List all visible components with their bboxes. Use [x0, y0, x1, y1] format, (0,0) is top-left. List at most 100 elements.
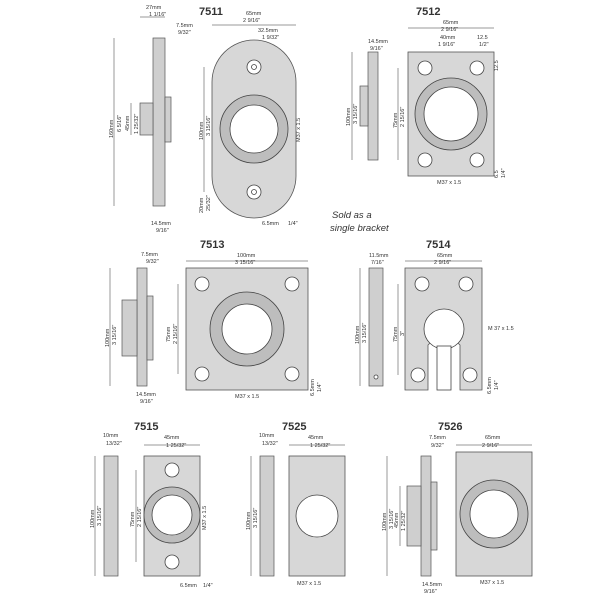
dim-corner-mm-7512: 12.5 — [477, 35, 488, 41]
dim-flange-in-7511: 9/32" — [178, 30, 191, 36]
dim-flange-mm-7513: 7.5mm — [141, 252, 158, 258]
dim-width-mm-7526: 65mm — [485, 435, 501, 441]
dim-inner-h-mm-7512: 75mm — [393, 112, 399, 128]
dim-side-mm-7514: 11.5mm — [369, 253, 389, 259]
dim-side-in-7512: 9/16" — [370, 46, 383, 52]
product-7515: 7515 10mm 13/32" 100mm 3 15/16" 45mm 1 2… — [90, 421, 213, 589]
dim-boss-in-7511: 1 25/32" — [134, 114, 140, 134]
mount-hole-bottom-7515 — [164, 554, 180, 570]
dim-width-in-7526: 2 9/16" — [482, 443, 499, 449]
dim-hole-in-7515: 1/4" — [203, 583, 213, 589]
dim-base-mm-7526: 14.5mm — [422, 582, 442, 588]
mount-hole-bl-7513 — [194, 366, 210, 382]
mount-hole-tr-7512 — [469, 60, 485, 76]
dim-height-in-7526: 3 15/16" — [389, 509, 395, 529]
mount-hole-top-7515 — [164, 462, 180, 478]
dim-edge-in-7511: 25/32" — [206, 195, 212, 211]
dim-boss-mm-7511: 45mm — [125, 115, 131, 131]
dim-inner-mm-7515: 75mm — [130, 511, 136, 527]
product-code-7526: 7526 — [438, 421, 462, 433]
product-7514: 7514 11.5mm 7/16" 100mm 3 15/16" 65mm 2 … — [355, 239, 514, 394]
dim-width-mm-7512: 65mm — [443, 20, 459, 26]
side-view-flange-7511 — [152, 37, 166, 207]
thread-7514: M 37 x 1.5 — [488, 326, 514, 332]
dim-height-in-7511: 6 5/16" — [117, 115, 123, 132]
dim-hole-mm-7512: 6.5 — [494, 170, 500, 178]
dim-height-mm-7526: 100mm — [382, 512, 388, 531]
side-view-boss-7512 — [359, 85, 369, 127]
dim-side-mm-7525: 10mm — [259, 433, 275, 439]
side-view-pin-7514 — [373, 374, 379, 380]
dim-width-in-7511: 2 9/16" — [243, 18, 260, 24]
side-view-boss-7511 — [139, 102, 154, 136]
dim-hole-in-7511: 1/4" — [288, 221, 298, 227]
dim-side-width-mm-7511: 27mm — [146, 5, 162, 11]
dim-hole-mm-7515: 6.5mm — [180, 583, 197, 589]
dim-inner-in-7514: 3" — [400, 331, 406, 336]
dim-height-mm-7511: 160mm — [109, 119, 115, 138]
dim-hole-mm-7511: 6.5mm — [262, 221, 279, 227]
dim-side-in-7525: 13/32" — [262, 441, 278, 447]
bore-7515 — [151, 494, 193, 536]
dim-base-mm-7513: 14.5mm — [136, 392, 156, 398]
thread-7513: M37 x 1.5 — [235, 394, 259, 400]
dim-width-mm-7511: 65mm — [246, 11, 262, 17]
dim-base-in-7513: 9/16" — [140, 399, 153, 405]
dim-base-in-7511: 9/16" — [156, 228, 169, 234]
bore-7512 — [423, 86, 479, 142]
dim-height-in-7515: 3 15/16" — [97, 506, 103, 526]
dim-flange-in-7513: 9/32" — [146, 259, 159, 265]
product-7512: 7512 14.5mm 9/16" 100mm 3 15/16" 65mm 2 … — [346, 6, 507, 186]
mount-hole-bl-7514 — [410, 367, 426, 383]
dim-width-mm-7514: 65mm — [437, 253, 453, 259]
dim-inner-in-7515: 2 15/16" — [137, 507, 143, 527]
dim-flange-in-7526: 9/32" — [431, 443, 444, 449]
mount-hole-tl-7513 — [194, 276, 210, 292]
dim-half-in-7511: 1 9/32" — [262, 35, 279, 41]
dim-inner-in-7513: 2 15/16" — [173, 324, 179, 344]
dim-side-mm-7515: 10mm — [103, 433, 119, 439]
dim-flange-mm-7511: 7.5mm — [176, 23, 193, 29]
thread-7512: M37 x 1.5 — [437, 180, 461, 186]
slot-7514 — [436, 345, 452, 391]
dim-height-mm-7512: 100mm — [346, 107, 352, 126]
dim-inner-mm-7511: 100mm — [199, 121, 205, 140]
dim-boss-in-7526: 1 25/32" — [401, 511, 407, 531]
dim-side-mm-7512: 14.5mm — [368, 39, 388, 45]
dim-hole-in-7513: 1/4" — [317, 382, 323, 392]
mount-hole-tr-7514 — [458, 276, 474, 292]
dim-height-in-7512: 3 15/16" — [353, 104, 359, 124]
dim-height-mm-7514: 100mm — [355, 325, 361, 344]
dim-width-mm-7513: 100mm — [237, 253, 256, 259]
side-view-boss-7513 — [121, 299, 138, 357]
side-view-7514 — [368, 267, 384, 387]
product-7511: 7511 27mm 1 1/16" 7.5mm 9/32" 160mm 6 5/… — [109, 5, 302, 234]
dim-width-mm-7515: 45mm — [164, 435, 180, 441]
mount-hole-tl-7512 — [417, 60, 433, 76]
note-line-2: single bracket — [330, 223, 389, 234]
dim-hole-in-7512: 1/4" — [501, 168, 507, 178]
product-7526: 7526 7.5mm 9/32" 100mm 3 15/16" 45mm 1 2… — [382, 421, 533, 595]
bore-7525 — [295, 494, 339, 538]
dim-height-mm-7513: 100mm — [105, 328, 111, 347]
side-view-back-7513 — [146, 295, 154, 361]
dim-boss-mm-7526: 45mm — [394, 512, 400, 528]
bore-7514 — [423, 308, 465, 350]
dim-side-in-7515: 13/32" — [106, 441, 122, 447]
dim-corner-v-mm-7512: 12.5 — [494, 60, 500, 71]
dim-slot-in-7514: 1/4" — [494, 380, 500, 390]
note-line-1: Sold as a — [332, 210, 372, 221]
dim-width-in-7515: 1 25/32" — [166, 443, 186, 449]
product-code-7513: 7513 — [200, 239, 224, 251]
dim-width-in-7512: 2 9/16" — [441, 27, 458, 33]
mount-hole-bottom-inner-7511 — [251, 189, 257, 195]
dim-width-mm-7525: 45mm — [308, 435, 324, 441]
dim-side-in-7514: 7/16" — [371, 260, 384, 266]
side-view-back-7511 — [164, 96, 172, 143]
product-code-7512: 7512 — [416, 6, 440, 18]
product-7525: 7525 10mm 13/32" 100mm 3 15/16" 45mm 1 2… — [246, 421, 346, 587]
side-view-boss-7526 — [406, 485, 422, 547]
dim-height-mm-7515: 100mm — [90, 509, 96, 528]
side-view-7525 — [259, 455, 275, 577]
